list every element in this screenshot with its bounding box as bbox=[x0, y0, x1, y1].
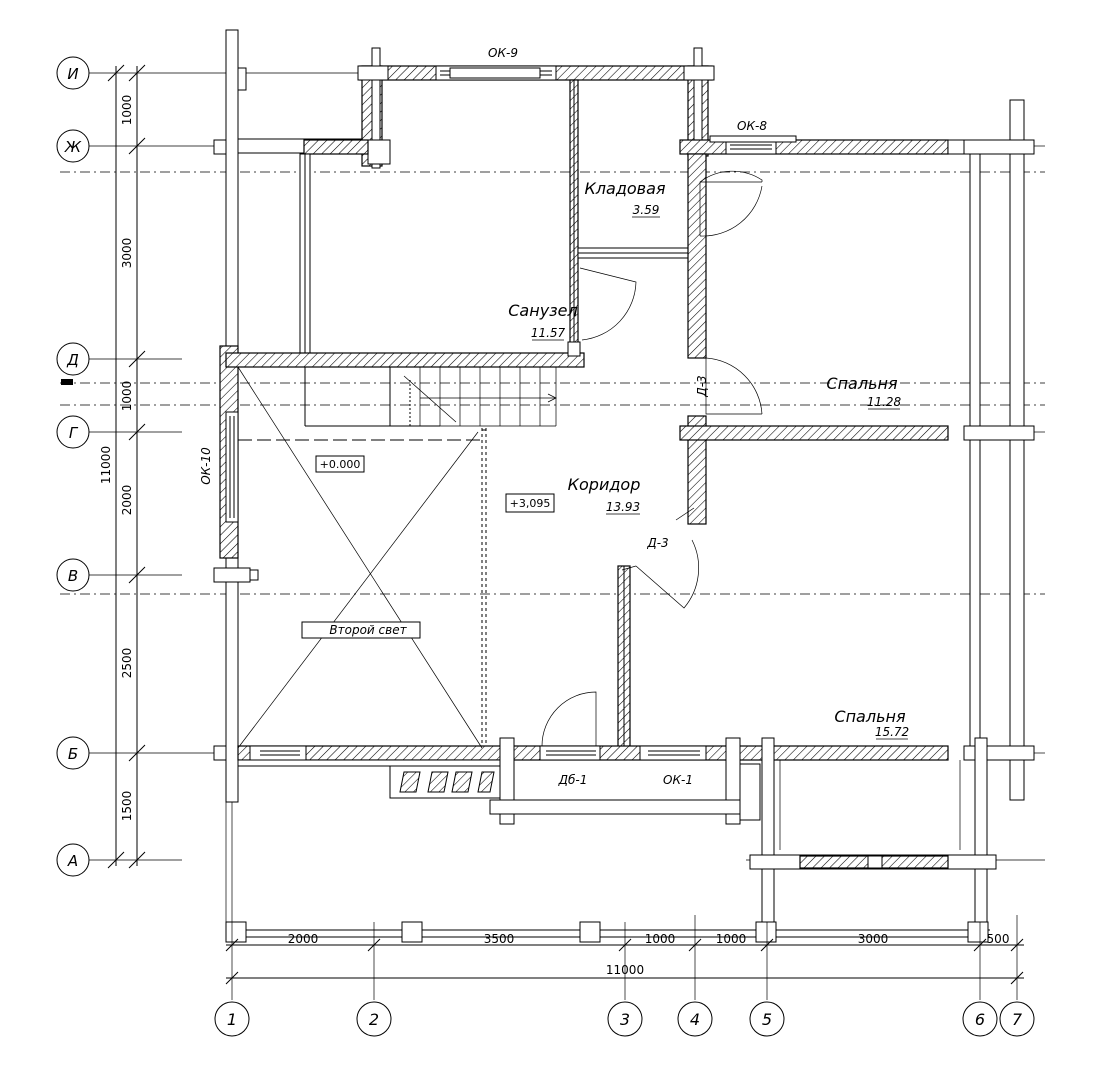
axis-bubble-1 bbox=[214, 1001, 250, 1037]
axis-bubble-b bbox=[56, 736, 90, 770]
axis-bubble-v bbox=[56, 558, 90, 592]
room-bedroom2-name: Спальня bbox=[834, 707, 906, 726]
axis-bubble-7 bbox=[999, 1001, 1035, 1037]
room-bathroom-area: 11.57 bbox=[531, 326, 566, 340]
dim-v-5: 2500 bbox=[120, 648, 134, 679]
axis-bubble-a bbox=[56, 843, 90, 877]
axis-label-1: 1 bbox=[227, 1010, 237, 1029]
axis-label-i: И bbox=[67, 65, 78, 83]
axis-bubble-zh bbox=[56, 129, 90, 163]
axis-label-b: Б bbox=[68, 745, 78, 763]
dim-h-4: 1000 bbox=[716, 932, 747, 946]
internal-walls bbox=[225, 79, 949, 755]
section-mark bbox=[61, 379, 73, 385]
axis-label-4: 4 bbox=[690, 1010, 700, 1029]
label-db1: Дб-1 bbox=[558, 773, 588, 787]
right-lower-extension bbox=[749, 737, 997, 929]
room-storage-name: Кладовая bbox=[584, 179, 665, 198]
vertical-dimensions: 1000 3000 1000 2000 2500 1500 11000 bbox=[99, 64, 146, 869]
axis-label-5: 5 bbox=[762, 1010, 772, 1029]
axis-label-d: Д bbox=[66, 351, 79, 369]
axis-label-a: А bbox=[67, 852, 78, 870]
dim-h-1: 2000 bbox=[288, 932, 319, 946]
dim-h-3: 1000 bbox=[645, 932, 676, 946]
label-d3-top: Д-3 bbox=[695, 375, 709, 397]
dim-h-5: 3000 bbox=[858, 932, 889, 946]
axis-bubble-6 bbox=[962, 1001, 998, 1037]
label-ok10: ОК-10 bbox=[199, 447, 213, 485]
label-ok1: ОК-1 bbox=[663, 773, 693, 787]
letter-axis-bubbles: И Ж Д Г В Б А bbox=[56, 56, 90, 877]
axis-label-3: 3 bbox=[620, 1010, 630, 1029]
room-bedroom1-area: 11.28 bbox=[867, 395, 902, 409]
dim-v-6: 1500 bbox=[120, 791, 134, 822]
dim-v-1: 1000 bbox=[120, 95, 134, 126]
dim-h-total: 11000 bbox=[606, 963, 644, 977]
room-labels: Кладовая 3.59 Санузел 11.57 Спальня 11.2… bbox=[505, 179, 909, 740]
dim-v-2: 3000 bbox=[120, 238, 134, 269]
doors: Д-3 Д-3 bbox=[541, 170, 763, 747]
bottom-beam bbox=[225, 921, 990, 943]
axis-label-zh: Ж bbox=[64, 138, 82, 156]
room-corridor-area: 13.93 bbox=[606, 500, 640, 514]
label-second-light: Второй свет bbox=[329, 623, 407, 637]
room-bedroom2-area: 15.72 bbox=[875, 725, 909, 739]
top-walls: ОК-9 ОК-8 bbox=[237, 46, 971, 169]
left-log-wall: ОК-10 bbox=[199, 29, 259, 925]
axis-bubble-4 bbox=[677, 1001, 713, 1037]
axis-label-v: В bbox=[68, 567, 78, 585]
axis-label-2: 2 bbox=[369, 1010, 379, 1029]
label-ok8: ОК-8 bbox=[737, 119, 767, 133]
axis-bubble-5 bbox=[749, 1001, 785, 1037]
stairs: +0.000 Второй свет bbox=[237, 366, 557, 749]
axis-label-7: 7 bbox=[1012, 1010, 1023, 1029]
room-bedroom1-name: Спальня bbox=[826, 374, 898, 393]
axis-bubble-2 bbox=[356, 1001, 392, 1037]
dim-v-4: 2000 bbox=[120, 485, 134, 516]
label-ok9: ОК-9 bbox=[488, 46, 518, 60]
dim-h-2: 3500 bbox=[484, 932, 515, 946]
dim-h-6: 500 bbox=[987, 932, 1010, 946]
level-upper: +3,095 bbox=[510, 497, 551, 510]
axis-bubble-g bbox=[56, 415, 90, 449]
room-bathroom-name: Санузел bbox=[508, 301, 577, 320]
dim-v-total: 11000 bbox=[99, 446, 113, 484]
axis-label-g: Г bbox=[69, 424, 79, 442]
axis-label-6: 6 bbox=[975, 1010, 985, 1029]
level-lower: +0.000 bbox=[320, 458, 361, 471]
horizontal-dimensions: 2000 3500 1000 1000 3000 500 11000 bbox=[225, 915, 1024, 1000]
bottom-wall: Дб-1 ОК-1 bbox=[237, 745, 949, 787]
right-log-walls bbox=[963, 99, 1035, 801]
room-corridor-name: Коридор bbox=[568, 475, 641, 494]
axis-bubble-d bbox=[56, 342, 90, 376]
number-axis-bubbles: 1 2 3 4 5 6 7 bbox=[214, 1001, 1035, 1037]
room-storage-area: 3.59 bbox=[633, 203, 660, 217]
dim-v-3: 1000 bbox=[120, 381, 134, 412]
label-d3-mid: Д-3 bbox=[646, 536, 668, 550]
axis-bubble-i bbox=[56, 56, 90, 90]
balcony bbox=[389, 737, 761, 825]
axis-bubble-3 bbox=[607, 1001, 643, 1037]
